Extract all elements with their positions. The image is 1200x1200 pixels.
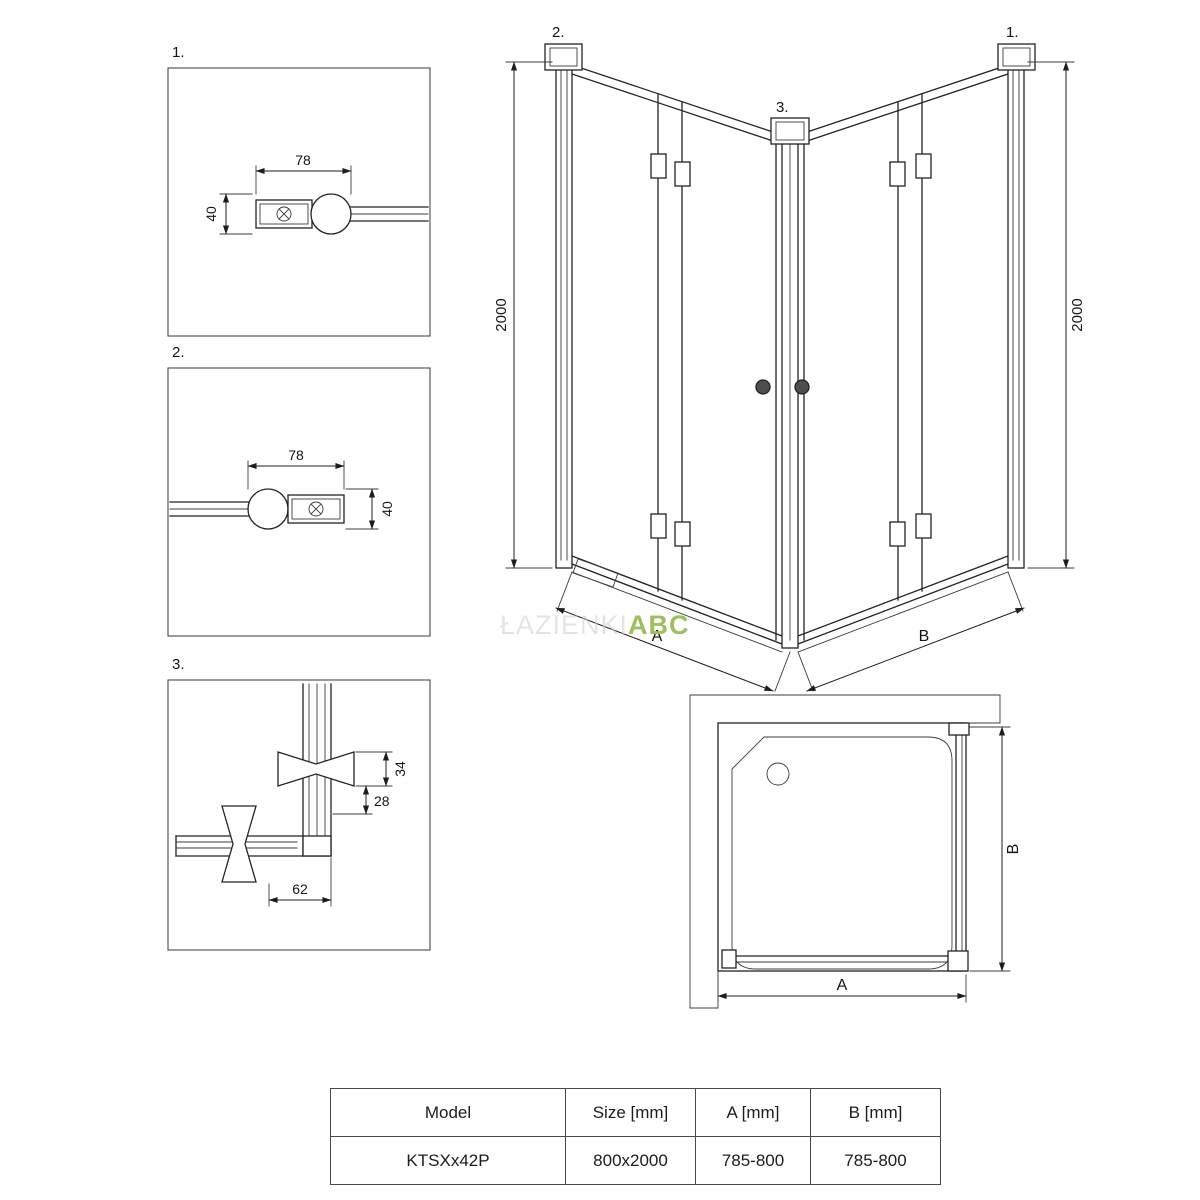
front-view-callouts: 2. 1. 3. [552,24,1019,116]
table-cell-a: 785-800 [695,1136,811,1185]
front-view-posts [555,61,1025,649]
detail-2-callout: 2. [172,344,185,361]
front-view-hinges [650,153,932,547]
table-header-size: Size [mm] [565,1088,696,1137]
dim-label-A-plan: A [837,977,848,994]
screw-icon [308,501,324,517]
detail-3-dimensions: 34 28 62 [268,751,408,907]
watermark: ŁAZIENKIABC [500,610,690,641]
dim-label-A-front: A [652,628,663,645]
dim-label-62: 62 [292,881,308,897]
dim-label-height-right: 2000 [1069,298,1086,331]
detail-3-frame [167,679,431,951]
watermark-brand: ABC [628,610,690,640]
threshold-seal-hatch [572,558,619,588]
detail-view-1: 1. 78 [167,44,431,337]
detail-1-profile-drawing [255,193,429,235]
top-view-dimensions: A B [717,726,1022,1003]
table-header-a: A [mm] [695,1088,811,1137]
dim-label-34: 34 [392,761,408,777]
spec-table-header-row: Model Size [mm] A [mm] B [mm] [330,1088,941,1137]
plan-glass-walls [721,722,970,972]
table-header-model: Model [330,1088,566,1137]
dim-label-78: 78 [288,447,304,463]
knob-handle [277,751,355,787]
detail-view-3: 3. [167,656,431,951]
top-view: A B [689,694,1022,1009]
detail-2-dimensions: 78 40 [247,447,395,530]
table-cell-model: KTSXx42P [330,1136,566,1185]
door-knob-left [755,379,771,395]
callout-2: 2. [552,24,565,41]
table-row: KTSXx42P 800x2000 785-800 785-800 [330,1136,941,1185]
table-header-b: B [mm] [810,1088,941,1137]
detail-1-callout: 1. [172,44,185,61]
callout-3: 3. [776,99,789,116]
hinge-knuckle [247,488,289,530]
shower-tray [717,722,967,972]
detail-3-corner-drawing [175,683,355,883]
knob-handle [221,805,257,883]
detail-2-profile-drawing [169,488,345,530]
dim-label-40: 40 [379,501,395,517]
detail-2-frame [167,367,431,637]
front-view-top-caps [544,43,1036,145]
spec-table: Model Size [mm] A [mm] B [mm] KTSXx42P 8… [330,1088,941,1185]
screw-icon [276,206,292,222]
detail-3-callout: 3. [172,656,185,673]
table-cell-b: 785-800 [810,1136,941,1185]
hinge-knuckle [310,193,352,235]
dim-label-height-left: 2000 [493,298,510,331]
front-view-dimensions: 2000 2000 A B [493,61,1086,692]
front-view: 2000 2000 A B 2. 1. 3. [493,24,1086,692]
dim-label-78: 78 [295,152,311,168]
door-knob-right [794,379,810,395]
watermark-prefix: ŁAZIENKI [500,610,629,640]
detail-1-dimensions: 78 40 [203,152,352,235]
table-cell-size: 800x2000 [565,1136,696,1185]
drain-icon [766,762,790,786]
dim-label-B-front: B [919,628,930,645]
detail-view-2: 2. 78 40 [167,344,431,637]
detail-1-frame [167,67,431,337]
dim-label-B-plan: B [1005,844,1022,855]
dim-label-40: 40 [203,206,219,222]
front-view-handles [755,379,810,395]
dim-label-28: 28 [374,793,390,809]
callout-1: 1. [1006,24,1019,41]
